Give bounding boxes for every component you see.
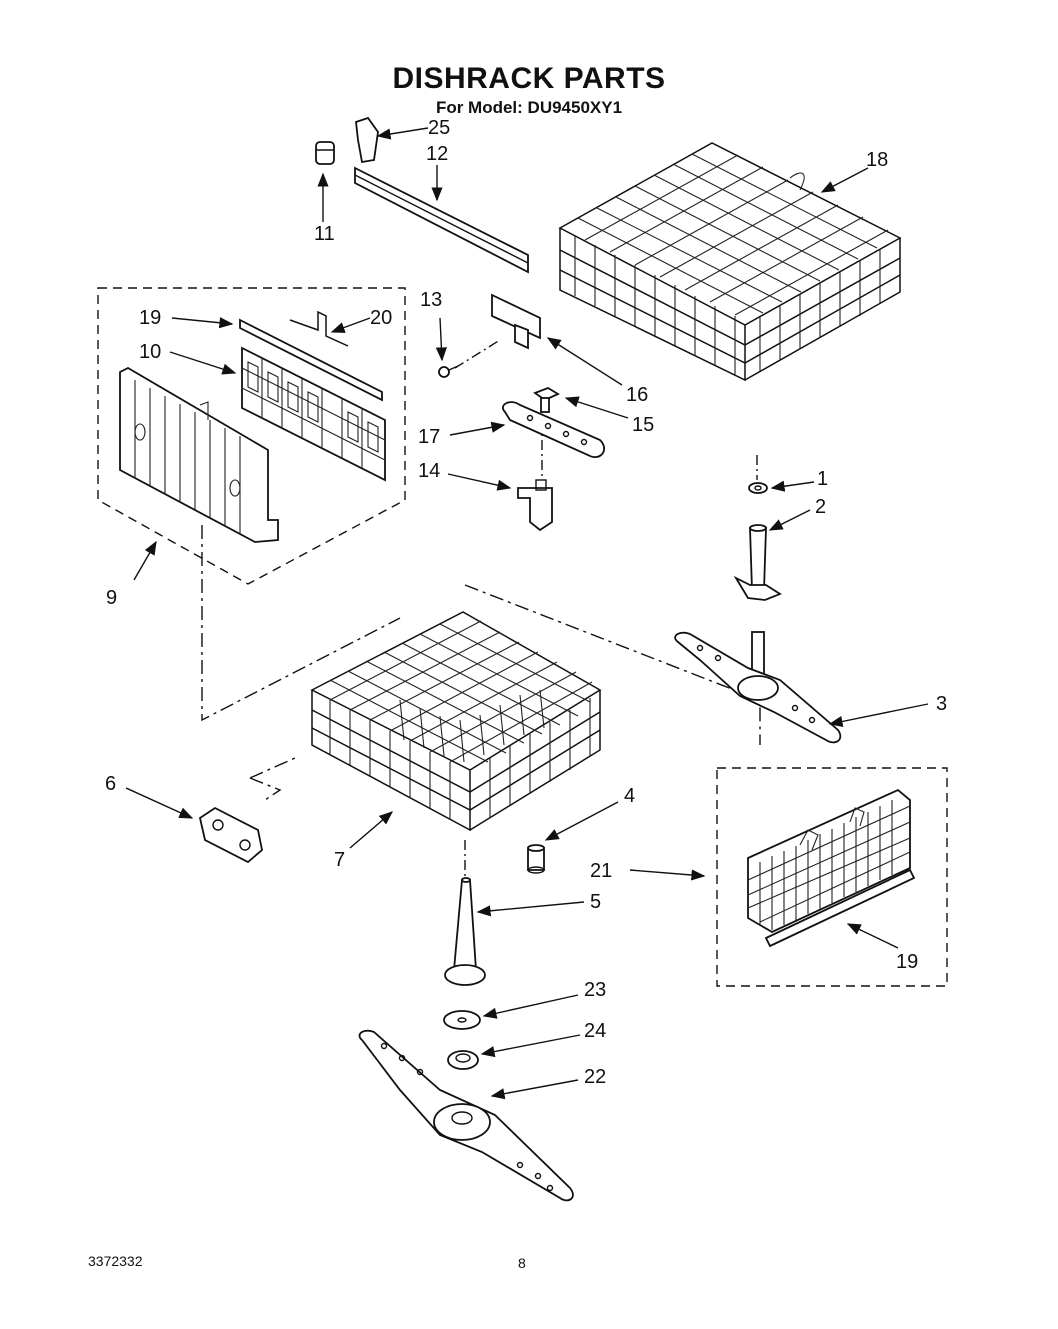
part-5-mast (444, 877, 486, 986)
part-22-lower-spray-arm (358, 1029, 574, 1202)
page-number: 8 (518, 1255, 526, 1271)
callout-2: 2 (815, 496, 826, 518)
callout-labels: 1 2 3 4 5 6 7 9 10 11 12 13 14 15 16 17 … (105, 117, 947, 1088)
part-14-hub (517, 479, 553, 532)
guide-line-lower-rack (201, 525, 401, 722)
part-15-knob (533, 387, 560, 413)
part-1-washer (748, 482, 768, 494)
callout-22: 22 (584, 1066, 606, 1088)
part-25-clip (355, 116, 379, 164)
callout-19-bottom: 19 (896, 951, 918, 973)
part-6-roller (198, 806, 263, 864)
callout-18: 18 (866, 149, 888, 171)
callout-15: 15 (632, 414, 654, 436)
group-9-outline (97, 287, 406, 585)
part-2-tube (733, 524, 782, 601)
callout-25: 25 (428, 117, 450, 139)
part-21-silverware-basket (747, 788, 911, 934)
callout-5: 5 (590, 891, 601, 913)
callout-13: 13 (420, 289, 442, 311)
callout-1: 1 (817, 468, 828, 490)
part-18-upper-rack (558, 142, 902, 382)
part-19-strip-top (239, 318, 383, 402)
callout-24: 24 (584, 1020, 606, 1042)
part-9-panel (119, 366, 279, 543)
part-17-small-arm (502, 401, 605, 458)
leader-lines (125, 127, 929, 1100)
callout-17: 17 (418, 426, 440, 448)
part-13-screw (438, 365, 459, 378)
callout-10: 10 (139, 341, 161, 363)
part-24-ring (447, 1050, 479, 1070)
group-21-outline (716, 767, 948, 987)
part-10-basket (241, 346, 386, 482)
part-19-strip-bottom (764, 868, 916, 948)
part-12-rail (354, 166, 529, 274)
callout-16: 16 (626, 384, 648, 406)
callout-14: 14 (418, 460, 440, 482)
part-16-bracket (491, 293, 541, 350)
callout-19-top: 19 (139, 307, 161, 329)
part-7-lower-rack (310, 611, 602, 832)
callout-23: 23 (584, 979, 606, 1001)
callout-4: 4 (624, 785, 635, 807)
callout-20: 20 (370, 307, 392, 329)
callout-11: 11 (314, 223, 335, 245)
part-3-upper-spray-arm (674, 631, 842, 744)
part-23-washer (443, 1010, 481, 1030)
guide-line-part-6 (249, 757, 296, 803)
callout-7: 7 (334, 849, 345, 871)
part-11-end-cap (315, 141, 335, 165)
callout-9: 9 (106, 587, 117, 609)
document-number: 3372332 (88, 1253, 143, 1269)
page-title: DISHRACK PARTS (392, 62, 666, 95)
callout-6: 6 (105, 773, 116, 795)
part-20-wire-clip (289, 310, 349, 347)
part-4-cylinder (527, 844, 545, 874)
callout-21: 21 (590, 860, 612, 882)
callout-12: 12 (426, 143, 448, 165)
guide-line-bracket-16 (454, 339, 501, 369)
callout-3: 3 (936, 693, 947, 715)
model-subtitle: For Model: DU9450XY1 (435, 98, 623, 117)
